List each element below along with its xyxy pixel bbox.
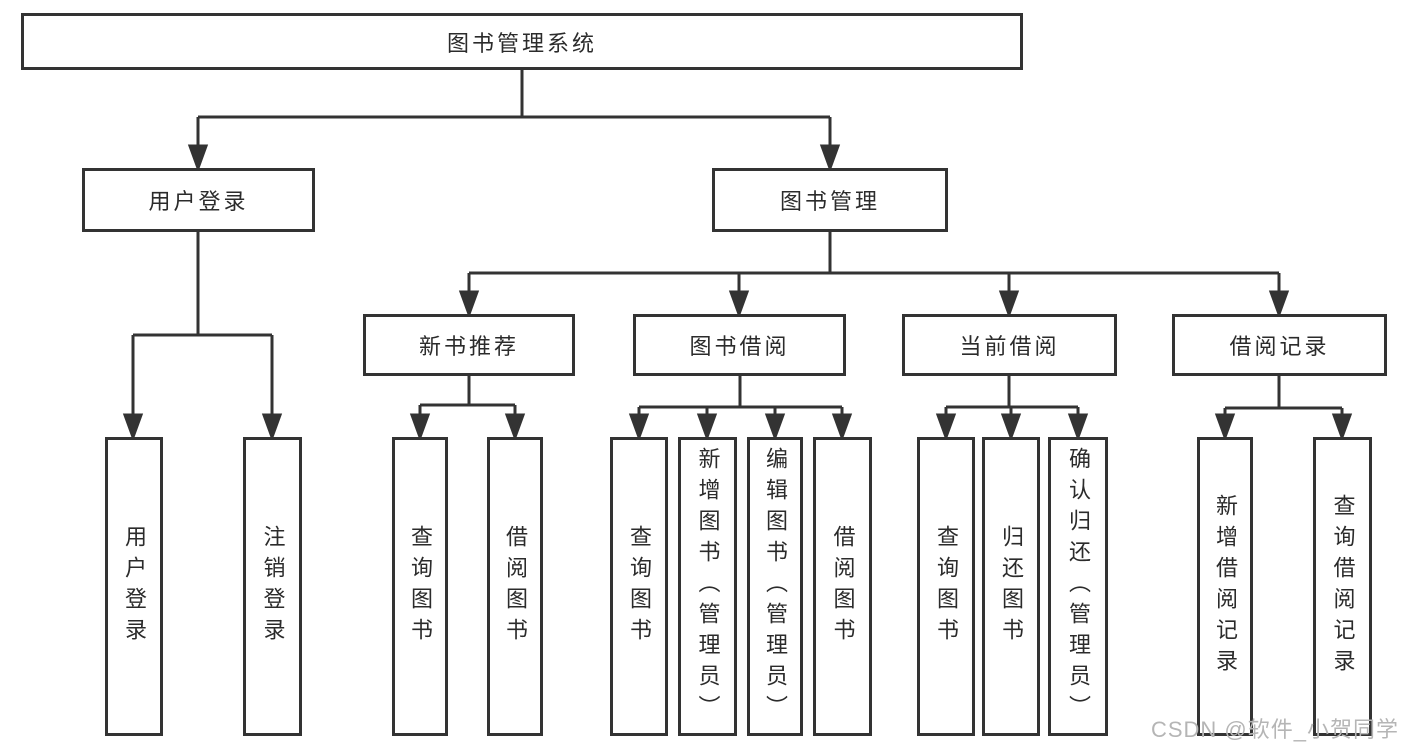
branch-new-book-recommend (409, 376, 526, 442)
leaf-add-book-admin: 新增图书（管理员） (678, 437, 737, 736)
leaf-query-books-borrowing: 查询图书 (610, 437, 668, 736)
node-borrowing-records: 借阅记录 (1172, 314, 1387, 376)
node-book-management: 图书管理 (712, 168, 948, 232)
leaf-add-book-admin-label: 新增图书（管理员） (695, 447, 721, 726)
node-root-label: 图书管理系统 (446, 30, 597, 56)
node-book-management-label: 图书管理 (779, 189, 880, 214)
node-new-book-recommend-label: 新书推荐 (418, 334, 519, 359)
branch-root (187, 70, 841, 173)
branch-book-borrowing (628, 376, 853, 442)
branch-book-management (458, 232, 1290, 319)
leaf-logout: 注销登录 (243, 437, 302, 736)
leaf-user-login: 用户登录 (105, 437, 163, 736)
leaf-return-book-label: 归还图书 (999, 524, 1024, 649)
leaf-edit-book-admin: 编辑图书（管理员） (747, 437, 803, 736)
leaf-return-book: 归还图书 (982, 437, 1040, 736)
leaf-logout-label: 注销登录 (260, 524, 286, 649)
node-root: 图书管理系统 (21, 13, 1023, 70)
node-book-borrowing-label: 图书借阅 (689, 334, 790, 359)
node-borrowing-records-label: 借阅记录 (1229, 334, 1330, 359)
node-user-login: 用户登录 (82, 168, 315, 232)
leaf-query-borrow-record-label: 查询借阅记录 (1330, 493, 1356, 680)
leaf-query-books-recommend: 查询图书 (392, 437, 448, 736)
leaf-confirm-return-admin: 确认归还（管理员） (1048, 437, 1108, 736)
node-book-borrowing: 图书借阅 (633, 314, 846, 376)
leaf-confirm-return-admin-label: 确认归还（管理员） (1066, 447, 1091, 726)
node-current-borrowing: 当前借阅 (902, 314, 1117, 376)
leaf-add-borrow-record: 新增借阅记录 (1197, 437, 1253, 736)
branch-borrowing-records (1214, 376, 1353, 442)
node-user-login-label: 用户登录 (148, 189, 249, 214)
leaf-edit-book-admin-label: 编辑图书（管理员） (763, 447, 788, 726)
leaf-borrow-books-borrowing-label: 借阅图书 (830, 524, 856, 649)
leaf-query-borrow-record: 查询借阅记录 (1313, 437, 1372, 736)
branch-user-login (122, 232, 283, 442)
leaf-user-login-label: 用户登录 (122, 524, 147, 649)
leaf-query-books-borrowing-label: 查询图书 (627, 524, 652, 649)
node-current-borrowing-label: 当前借阅 (959, 334, 1060, 359)
leaf-query-books-current-label: 查询图书 (934, 524, 959, 649)
leaf-add-borrow-record-label: 新增借阅记录 (1213, 493, 1238, 680)
leaf-borrow-books-borrowing: 借阅图书 (813, 437, 872, 736)
leaf-borrow-books-recommend: 借阅图书 (487, 437, 543, 736)
leaf-query-books-recommend-label: 查询图书 (408, 524, 433, 649)
branch-current-borrowing (935, 376, 1089, 442)
leaf-borrow-books-recommend-label: 借阅图书 (503, 524, 528, 649)
leaf-query-books-current: 查询图书 (917, 437, 975, 736)
node-new-book-recommend: 新书推荐 (363, 314, 575, 376)
